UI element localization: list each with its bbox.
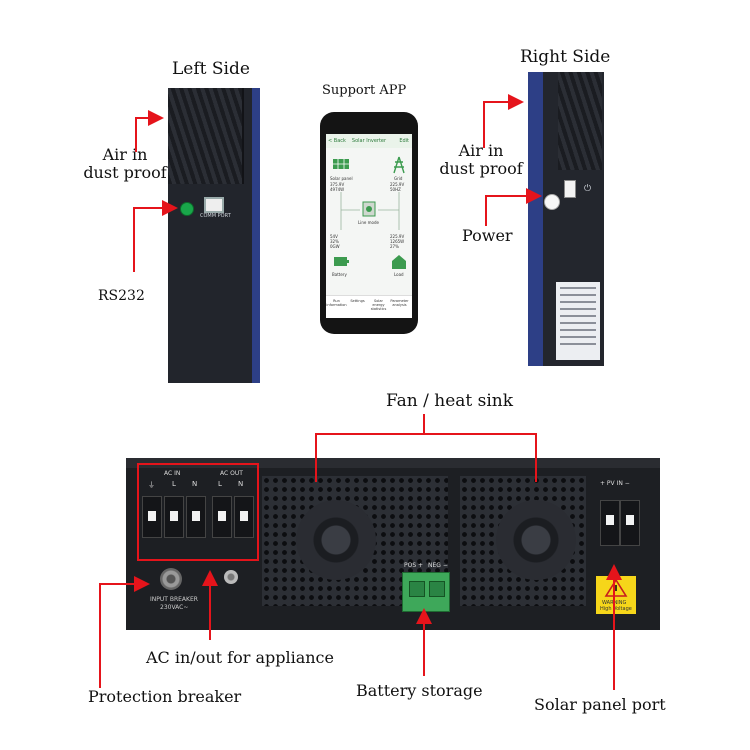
battery-icon — [334, 257, 349, 266]
load-label: Load — [394, 272, 404, 277]
arrow-protection-breaker — [99, 576, 150, 688]
app-title: Solar Inverter — [351, 138, 387, 144]
panel-top-edge — [126, 458, 660, 468]
ground-screw — [224, 570, 238, 584]
grid-values: 225.9V 50HZ — [390, 182, 405, 192]
arrow-air-in-right — [483, 94, 524, 148]
pv-terminal-plus — [600, 500, 620, 546]
heading-fan-heat-sink: Fan / heat sink — [386, 391, 514, 411]
ac-terminal-l-out — [212, 496, 232, 538]
rs232-port-indicator — [180, 202, 194, 216]
ac-terminal-n-out — [234, 496, 254, 538]
right-blue-edge — [528, 72, 543, 366]
high-voltage-warning-sticker: WARNING High Voltage — [596, 576, 636, 614]
ac-out-label: AC OUT — [220, 470, 243, 477]
grid-label: Grid — [394, 176, 403, 181]
tab-solar-energy-statistics[interactable]: Solar energy statistics — [370, 299, 387, 311]
app-header: < Back Solar Inverter Edit — [326, 134, 412, 148]
arrow-air-in-left — [135, 110, 164, 152]
fan-left — [296, 500, 376, 580]
flow-lines — [340, 192, 400, 230]
pos-label: POS + — [404, 562, 424, 569]
phone-app-screenshot: < Back Solar Inverter Edit Solar panel 3… — [320, 112, 418, 334]
right-air-vent — [558, 72, 602, 170]
callout-battery-storage: Battery storage — [356, 681, 483, 700]
heading-left-side: Left Side — [172, 59, 250, 79]
high-voltage-text: High Voltage — [600, 606, 632, 612]
heading-support-app: Support APP — [322, 83, 407, 98]
breaker-rating-label: 230VAC~ — [160, 604, 189, 611]
ac-terminal-n-in — [186, 496, 206, 538]
tab-settings[interactable]: Settings — [350, 299, 365, 303]
grid-tower-icon — [393, 156, 405, 174]
arrow-rs232 — [133, 200, 178, 272]
terminal-label-l-out: L — [218, 480, 222, 488]
battery-label: Battery — [332, 272, 347, 277]
power-symbol-icon: ⏻ — [584, 184, 592, 194]
left-side-unit-photo: COMM PORT — [168, 88, 260, 383]
left-air-vent — [168, 88, 244, 184]
fan-right — [496, 500, 576, 580]
callout-air-in-right: Air in dust proof — [439, 141, 523, 178]
app-back-button[interactable]: < Back — [328, 138, 346, 144]
line-mode-label: Line mode — [358, 220, 379, 225]
comm-port-socket — [204, 197, 224, 213]
neg-label: NEG − — [428, 562, 448, 569]
arrow-power — [485, 188, 542, 226]
load-values: 225.9V 1265W 27% — [390, 234, 405, 249]
ac-in-label: AC IN — [164, 470, 181, 477]
ac-terminal-ground — [142, 496, 162, 538]
arrow-fan-bracket — [315, 414, 537, 482]
battery-terminal-block — [402, 572, 450, 612]
solar-panel-icon — [333, 159, 349, 169]
callout-rs232: RS232 — [98, 288, 145, 304]
spec-sticker — [556, 282, 600, 360]
pv-in-label: + PV IN − — [600, 480, 630, 487]
battery-values: 54V 32% 0GW — [330, 234, 340, 249]
terminal-label-n-out: N — [238, 480, 244, 488]
heading-right-side: Right Side — [520, 47, 611, 67]
left-blue-edge — [252, 88, 260, 383]
app-edit-button[interactable]: Edit — [399, 138, 409, 144]
input-breaker-label: INPUT BREAKER — [150, 596, 198, 603]
callout-protection-breaker: Protection breaker — [88, 687, 242, 706]
front-panel-photo: AC IN AC OUT ⏚ L N L N INPUT BREAKER 230… — [126, 458, 660, 630]
right-side-unit-photo: ⏻ — [528, 72, 604, 366]
app-screen: < Back Solar Inverter Edit Solar panel 3… — [326, 134, 412, 318]
inverter-icon — [362, 201, 376, 217]
callout-solar-panel-port: Solar panel port — [534, 695, 666, 714]
callout-power: Power — [462, 226, 513, 245]
comm-port-label: COMM PORT — [200, 213, 231, 219]
power-knob — [544, 194, 560, 210]
input-breaker-knob — [160, 568, 182, 590]
solar-panel-values: 375.9V 4974W — [330, 182, 345, 192]
terminal-label-n-in: N — [192, 480, 198, 488]
terminal-label-l-in: L — [172, 480, 176, 488]
ac-terminal-l-in — [164, 496, 184, 538]
tab-run-information[interactable]: Run information — [326, 299, 347, 307]
ac-terminals-highlight — [137, 463, 259, 561]
tab-parameter-analysis[interactable]: Parameter analysis — [390, 299, 409, 307]
home-load-icon — [392, 255, 406, 269]
pv-terminal-minus — [620, 500, 640, 546]
warning-triangle-icon — [604, 578, 628, 597]
terminal-label-ground: ⏚ — [148, 481, 155, 489]
power-switch — [564, 180, 576, 198]
callout-ac-in-out: AC in/out for appliance — [146, 648, 334, 667]
solar-panel-label: Solar panel — [330, 176, 353, 181]
app-tab-bar: Run information Settings Solar energy st… — [326, 295, 412, 318]
